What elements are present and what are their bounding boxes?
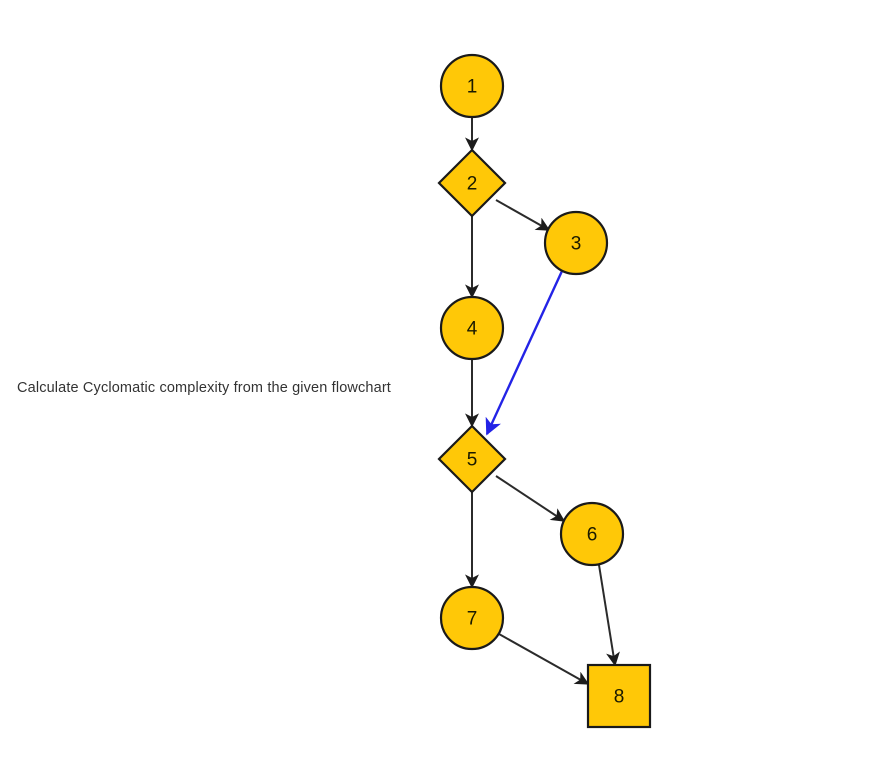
node-8-square-shape <box>586 663 652 729</box>
node-4[interactable]: 4 <box>439 295 505 361</box>
node-6-label: 6 <box>587 525 598 546</box>
node-8[interactable]: 8 <box>586 663 652 729</box>
edges-layer <box>465 117 620 685</box>
node-4-label: 4 <box>467 319 478 340</box>
edge-5-to-6 <box>495 475 566 522</box>
node-7-label: 7 <box>467 609 478 630</box>
node-1[interactable]: 1 <box>439 53 505 119</box>
node-2-label: 2 <box>467 174 478 195</box>
node-6[interactable]: 6 <box>559 501 625 567</box>
node-2[interactable]: 2 <box>437 148 507 218</box>
node-5-label: 5 <box>467 450 478 471</box>
node-7-circle-shape <box>439 585 505 651</box>
node-5-diamond-shape <box>437 424 507 494</box>
node-3[interactable]: 3 <box>543 210 609 276</box>
node-5[interactable]: 5 <box>437 424 507 494</box>
node-1-label: 1 <box>467 77 478 98</box>
page-title: Calculate Cyclomatic complexity from the… <box>17 380 391 396</box>
edge-2-to-3 <box>495 199 551 231</box>
node-4-circle-shape <box>439 295 505 361</box>
edge-3-to-5 <box>485 270 564 436</box>
node-6-circle-shape <box>559 501 625 567</box>
edge-6-to-8 <box>598 564 620 667</box>
node-3-label: 3 <box>571 234 582 255</box>
node-2-diamond-shape <box>437 148 507 218</box>
node-7[interactable]: 7 <box>439 585 505 651</box>
nodes-layer: 1 2 3 4 5 6 7 8 <box>437 53 652 729</box>
node-8-label: 8 <box>614 687 625 708</box>
node-3-circle-shape <box>543 210 609 276</box>
node-1-circle-shape <box>439 53 505 119</box>
edge-7-to-8 <box>498 633 590 685</box>
